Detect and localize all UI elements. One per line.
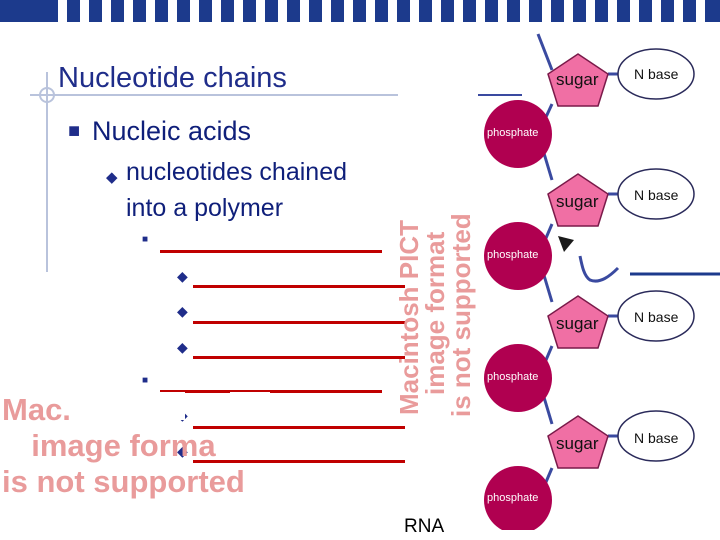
placeholder-line2: image format xyxy=(420,231,450,395)
top-banner xyxy=(0,0,720,22)
nbase-label: N base xyxy=(634,430,679,446)
phosphate-circle xyxy=(484,344,552,412)
diamond-bullet-icon: ◆ xyxy=(177,303,188,319)
phosphate-circle xyxy=(484,222,552,290)
diamond-bullet-icon: ◆ xyxy=(177,339,188,355)
phosphate-circle xyxy=(484,100,552,168)
nucleotide-chain-diagram xyxy=(484,33,720,530)
sugar-label: sugar xyxy=(556,434,599,453)
nbase-label: N base xyxy=(634,309,679,325)
phosphate-label: phosphate xyxy=(487,249,539,261)
diamond-bullet-icon: ◆ xyxy=(177,443,188,459)
bullet-nucleic-acids: Nucleic acids xyxy=(92,116,252,146)
sugar-label: sugar xyxy=(556,192,599,211)
sugar-label: sugar xyxy=(556,70,599,89)
answer-blank xyxy=(193,321,405,324)
nbase-label: N base xyxy=(634,187,679,203)
bullet-nucleotides-line2: into a polymer xyxy=(126,194,284,222)
sugar-label: sugar xyxy=(556,314,599,333)
bullet-nucleotides-line1: nucleotides chained xyxy=(126,158,347,186)
unsupported-image-placeholder: Macintosh PICT image format is not suppo… xyxy=(396,213,476,417)
answer-blank xyxy=(160,390,382,393)
sugar-pentagon xyxy=(547,415,609,469)
sugar-pentagon xyxy=(547,173,609,227)
phosphate-label: phosphate xyxy=(487,371,539,383)
square-bullet-icon: ■ xyxy=(142,234,149,245)
sugar-pentagon xyxy=(547,295,609,349)
answer-blank xyxy=(193,426,405,429)
slide-title: Nucleotide chains xyxy=(58,62,287,94)
square-bullet-icon: ■ xyxy=(142,375,149,386)
nbase-ellipse xyxy=(617,410,695,462)
phosphate-circle xyxy=(484,466,552,530)
answer-blank xyxy=(160,250,382,253)
placeholder-line3-partial: is not supported xyxy=(2,464,245,499)
nbase-ellipse xyxy=(617,290,695,342)
phosphate-label: phosphate xyxy=(487,127,539,139)
placeholder-line3: is not supported xyxy=(446,213,476,417)
diamond-bullet-icon: ◆ xyxy=(177,268,188,284)
rna-caption: RNA xyxy=(404,516,445,537)
square-bullet-icon: ■ xyxy=(68,120,81,142)
answer-blank xyxy=(193,285,405,288)
answer-blank xyxy=(193,460,405,463)
placeholder-line1: Macintosh PICT xyxy=(396,220,424,415)
placeholder-line2-partial: image forma xyxy=(31,428,216,463)
sugar-pentagon xyxy=(547,53,609,107)
diamond-bullet-icon: ◆ xyxy=(106,169,118,186)
answer-blank xyxy=(193,356,405,359)
nbase-ellipse xyxy=(617,168,695,220)
nbase-ellipse xyxy=(617,48,695,100)
phosphate-label: phosphate xyxy=(487,492,539,504)
nbase-label: N base xyxy=(634,66,679,82)
